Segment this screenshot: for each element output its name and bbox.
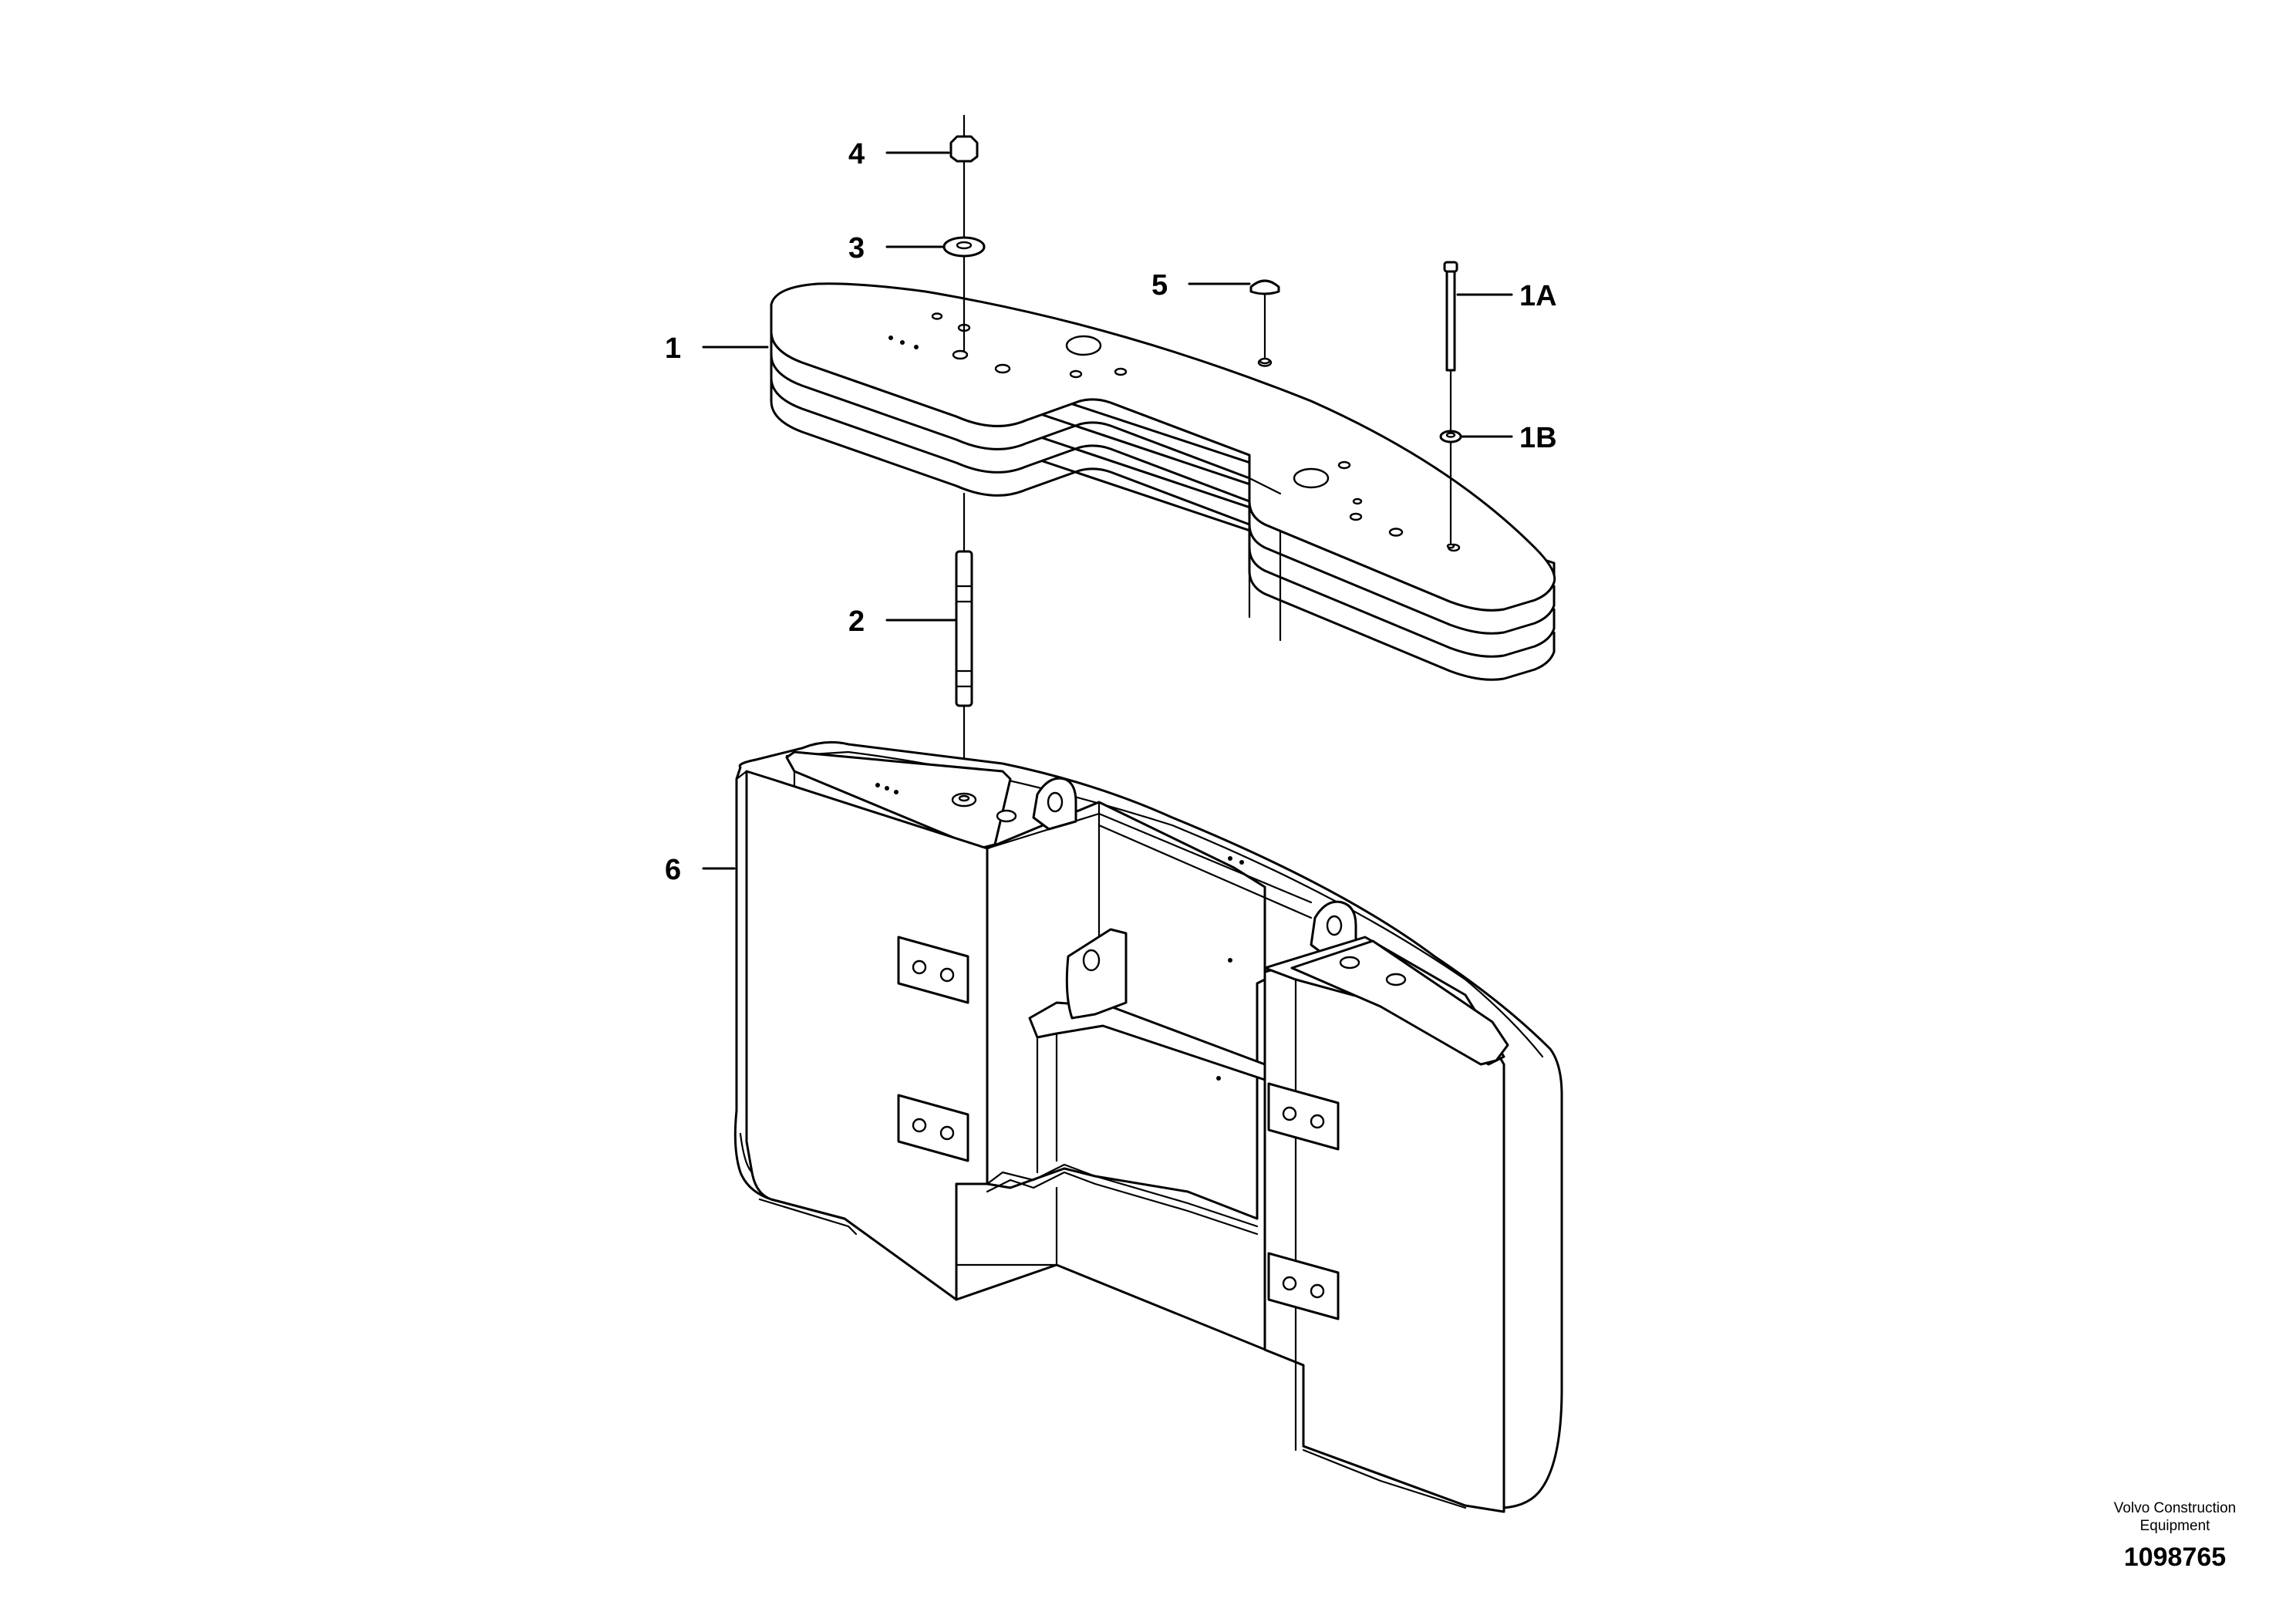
plate-bolt-hole xyxy=(1069,369,1083,379)
small-washer xyxy=(1439,430,1462,549)
counterweight-housing xyxy=(733,740,1563,1513)
svg-text:1: 1 xyxy=(665,332,681,365)
svg-text:5: 5 xyxy=(1151,269,1168,302)
callout-2: 2 xyxy=(848,605,956,638)
svg-text:4: 4 xyxy=(848,138,865,170)
callout-6: 6 xyxy=(665,854,736,886)
svg-text:1A: 1A xyxy=(1519,280,1557,312)
plate-bolt-hole xyxy=(1114,367,1128,376)
plate-bolt-hole xyxy=(994,363,1011,374)
housing-left-face xyxy=(745,770,989,1301)
callout-3: 3 xyxy=(848,232,944,265)
svg-text:2: 2 xyxy=(848,605,865,638)
svg-text:1B: 1B xyxy=(1519,422,1557,454)
svg-text:3: 3 xyxy=(848,232,865,265)
weight-plate-top-face xyxy=(770,282,1556,612)
callout-1: 1 xyxy=(665,332,769,365)
plate-bolt-hole xyxy=(1352,497,1363,505)
mount-bracket-upper-left xyxy=(897,936,969,1004)
plate-bolt-hole xyxy=(1388,528,1404,537)
counterweight-plate-stack xyxy=(770,282,1556,681)
plate-bolt-hole xyxy=(1349,512,1363,521)
plate-bolt-hole xyxy=(1337,460,1351,470)
drawing-number: 1098765 xyxy=(2123,1542,2227,1572)
callout-5: 5 xyxy=(1151,269,1251,302)
nut xyxy=(949,114,979,241)
stud xyxy=(955,492,973,796)
housing-right-top-ledge xyxy=(1290,939,1509,1066)
drawing-credit-block: Volvo Construction Equipment 1098765 xyxy=(2082,1500,2267,1573)
plug xyxy=(1249,279,1280,365)
plate-bolt-hole xyxy=(931,312,943,320)
plate-lifting-slot xyxy=(1065,335,1102,356)
washer xyxy=(942,236,986,352)
plate-bolt-hole xyxy=(952,349,969,360)
callout-1B: 1B xyxy=(1460,422,1557,454)
company-name: Volvo Construction Equipment xyxy=(2113,1500,2237,1534)
mount-bracket-lower-right xyxy=(1267,1252,1340,1320)
mount-bracket-upper-right xyxy=(1267,1082,1340,1151)
inner-lifting-eye xyxy=(1065,928,1128,1020)
plate-lifting-slot xyxy=(1293,467,1330,489)
mount-bracket-lower-left xyxy=(897,1094,969,1162)
svg-text:6: 6 xyxy=(665,854,681,886)
housing-center-recess xyxy=(986,801,1266,1220)
callout-4: 4 xyxy=(848,138,950,170)
callout-1A: 1A xyxy=(1456,280,1557,312)
long-bolt xyxy=(1443,261,1458,433)
